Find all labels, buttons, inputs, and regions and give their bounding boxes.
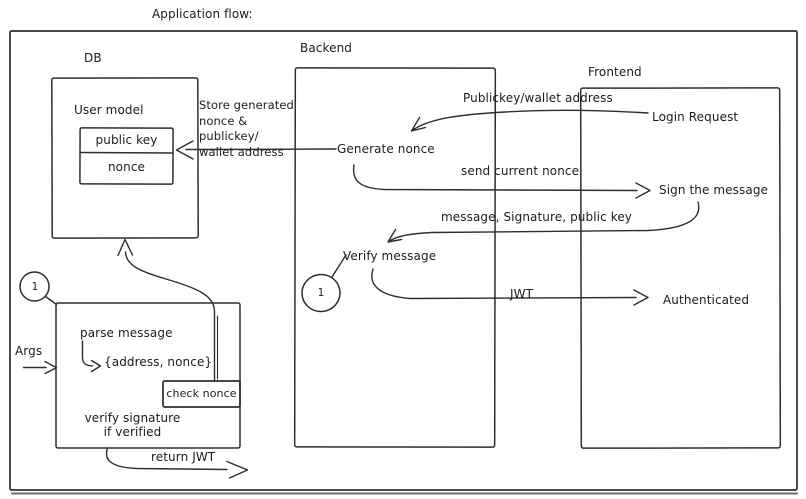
- node-verify-signature: verify signature if verified: [84, 411, 181, 439]
- lane-label-db: DB: [84, 51, 102, 65]
- ref-marker-process: 1: [31, 281, 39, 293]
- edge-publickey-wallet-arrow: [412, 110, 649, 131]
- edge-label-args: Args: [15, 344, 43, 358]
- edge-label-store-note: Store generated nonce & publickey/ walle…: [199, 98, 294, 159]
- lane-label-frontend: Frontend: [588, 65, 642, 79]
- frontend-box: [581, 88, 781, 448]
- node-authenticated: Authenticated: [663, 293, 750, 307]
- node-parse-message: parse message: [80, 326, 173, 340]
- diagram-title: Application flow:: [152, 7, 253, 21]
- edge-return-jwt-arrow: [106, 448, 247, 478]
- ref-circle-process: [20, 272, 49, 301]
- ref-marker-backend: 1: [317, 287, 325, 299]
- user-model-label: User model: [74, 103, 144, 117]
- ref-line-process: [46, 297, 57, 305]
- field-public-key: public key: [95, 133, 158, 147]
- ref-line-backend: [332, 255, 346, 277]
- backend-box: [295, 68, 496, 447]
- edge-store-nonce-arrow: [177, 141, 337, 159]
- edge-label-return-jwt: return JWT: [151, 450, 216, 464]
- field-nonce: nonce: [107, 160, 146, 174]
- edge-label-jwt: JWT: [510, 287, 534, 301]
- edge-message-signature-arrow: [388, 202, 699, 242]
- user-model-box: [80, 128, 173, 184]
- edge-label-send-current-nonce: send current nonce: [461, 164, 580, 178]
- user-model-divider: [81, 153, 172, 154]
- node-login-request: Login Request: [652, 110, 739, 124]
- check-nonce-box: [163, 381, 240, 407]
- lane-label-backend: Backend: [300, 41, 353, 55]
- process-box: [56, 303, 240, 448]
- db-box: [52, 78, 198, 238]
- outer-frame: [10, 31, 797, 490]
- ref-circle-backend: [300, 273, 342, 314]
- edge-send-current-nonce-arrow: [354, 165, 650, 198]
- edge-label-message-signature: message, Signature, public key: [441, 210, 633, 224]
- node-generate-nonce: Generate nonce: [337, 142, 435, 156]
- node-verify-message: Verify message: [343, 249, 437, 263]
- edge-check-nonce-to-db-arrow: [118, 240, 215, 382]
- node-sign-the-message: Sign the message: [659, 183, 769, 197]
- edge-jwt-arrow: [372, 269, 648, 305]
- node-address-nonce: {address, nonce}: [104, 355, 213, 369]
- edge-label-publickey-wallet: Publickey/wallet address: [463, 91, 613, 105]
- node-check-nonce: check nonce: [166, 387, 237, 400]
- elbow-arrow-icon: [83, 341, 101, 372]
- edge-args-arrow: [24, 362, 57, 374]
